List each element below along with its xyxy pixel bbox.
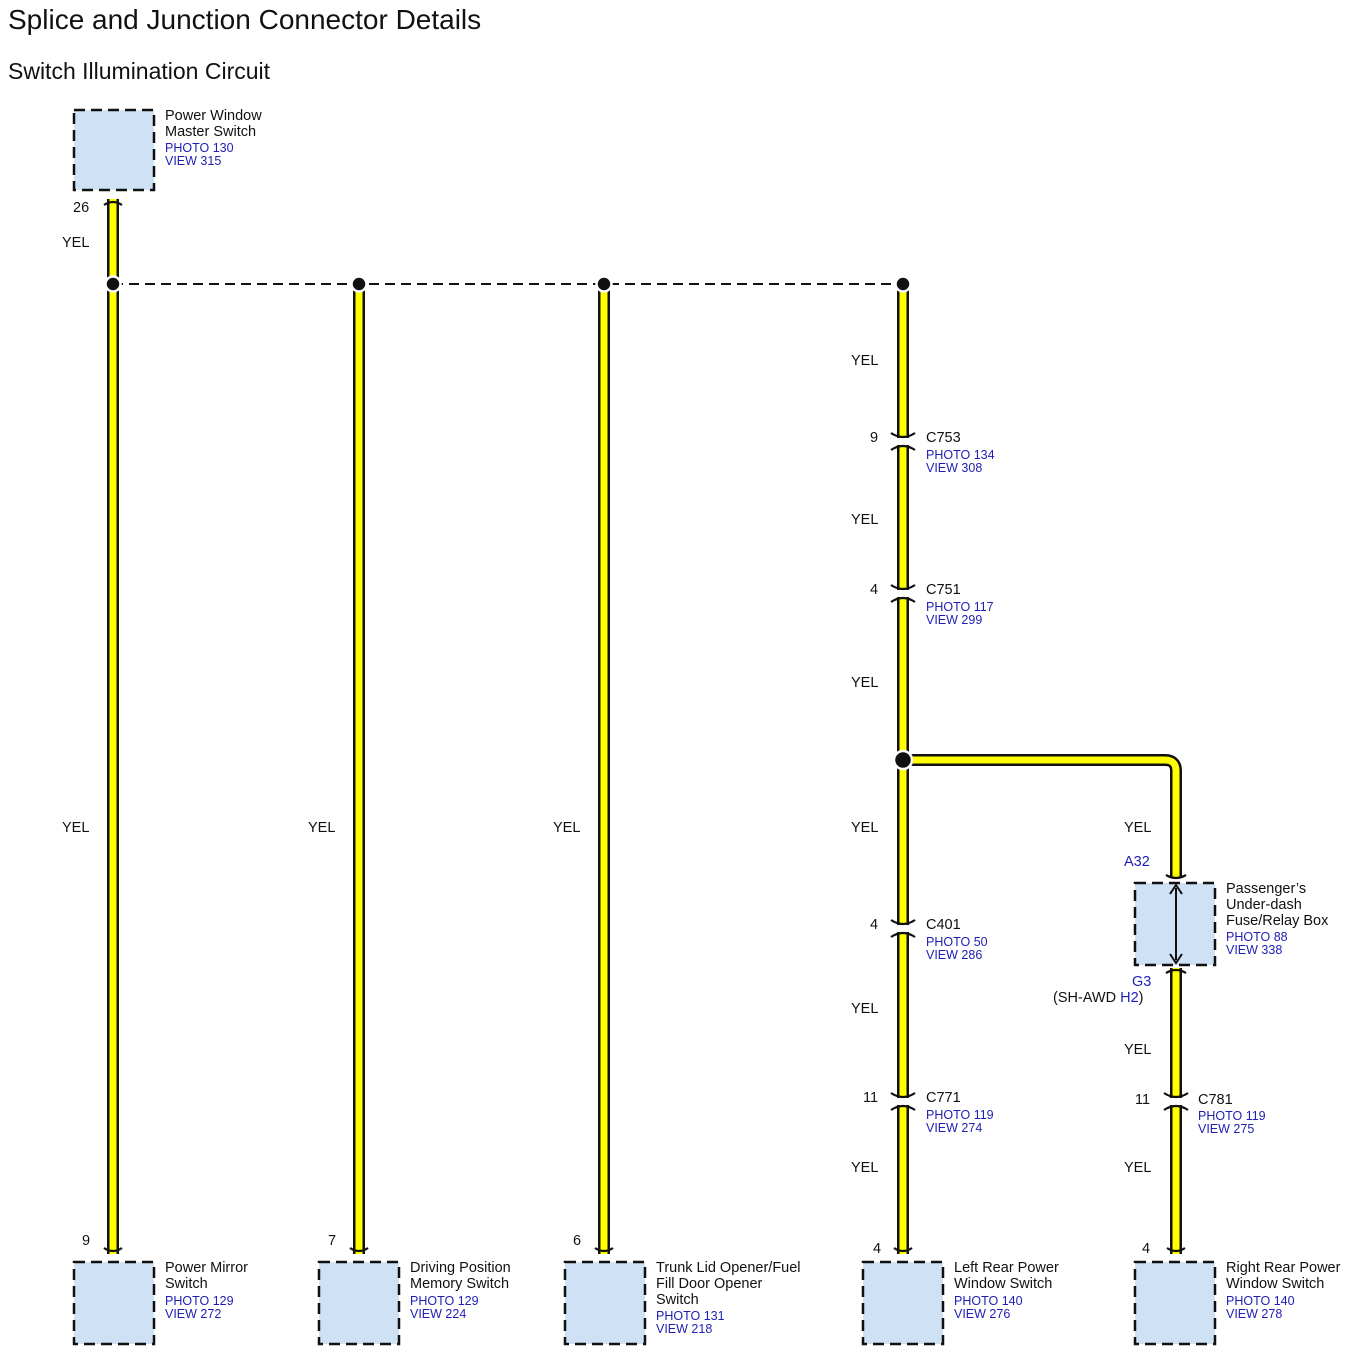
left-rear-switch-box	[861, 1260, 945, 1346]
mirror-switch-name: Switch	[165, 1276, 208, 1292]
memory-switch-name: Memory Switch	[410, 1276, 509, 1292]
memory-switch-view-ref: VIEW 224	[410, 1307, 466, 1321]
memory-switch-name: Driving Position	[410, 1260, 511, 1276]
splice-point	[350, 275, 368, 293]
right-rear-switch-box	[1133, 1260, 1217, 1346]
wire-outlines	[107, 199, 1182, 1254]
trunk-switch-name: Trunk Lid Opener/Fuel	[656, 1260, 801, 1276]
connector-c401-photo-ref: PHOTO 50	[926, 935, 988, 949]
connector-c753-photo-ref: PHOTO 134	[926, 448, 995, 462]
right-rear-switch-view-ref: VIEW 278	[1226, 1307, 1282, 1321]
connector-c751-view-ref: VIEW 299	[926, 613, 982, 627]
connector-c401-view-ref: VIEW 286	[926, 948, 982, 962]
connector-c401-symbol	[890, 919, 916, 938]
wire-color-label: YEL	[851, 675, 878, 691]
fusebox-alt-pin-note: (SH-AWD H2)	[1053, 990, 1144, 1006]
memory-switch-photo-ref: PHOTO 129	[410, 1294, 479, 1308]
connector-c753-symbol	[890, 432, 916, 451]
left-rear-switch-name: Window Switch	[954, 1276, 1052, 1292]
right-rear-switch-name: Right Rear Power	[1226, 1260, 1341, 1276]
master-switch-pin: 26	[73, 200, 89, 216]
master-switch-view-ref: VIEW 315	[165, 154, 221, 168]
fusebox-top-pin: A32	[1124, 854, 1150, 870]
splice-point	[104, 275, 122, 293]
arrow-down-icon	[1169, 953, 1183, 965]
fusebox-bottom-pin: G3	[1132, 974, 1151, 990]
right-rear-switch-photo-ref: PHOTO 140	[1226, 1294, 1295, 1308]
wire-color-label: YEL	[62, 235, 89, 251]
wire-branch-to-fusebox	[903, 756, 1180, 878]
master-switch-photo-ref: PHOTO 130	[165, 141, 234, 155]
left-rear-switch-view-ref: VIEW 276	[954, 1307, 1010, 1321]
connector-c781-name: C781	[1198, 1092, 1233, 1108]
mirror-switch-photo-ref: PHOTO 129	[165, 1294, 234, 1308]
connector-c781-photo-ref: PHOTO 119	[1198, 1109, 1266, 1123]
right-rear-switch-pin: 4	[1142, 1241, 1150, 1257]
wire-color-label: YEL	[851, 1001, 878, 1017]
wire-color-label: YEL	[308, 820, 335, 836]
connector-c401-pin: 4	[870, 917, 878, 933]
splice-point	[894, 275, 912, 293]
memory-switch-box	[317, 1260, 401, 1346]
wire-color-label: YEL	[851, 353, 878, 369]
trunk-switch-name: Fill Door Opener	[656, 1276, 763, 1292]
wire-color-label: YEL	[62, 820, 89, 836]
trunk-switch-box	[563, 1260, 647, 1346]
splice-point-branch	[892, 749, 914, 771]
right-rear-switch-name: Window Switch	[1226, 1276, 1324, 1292]
splice-point	[595, 275, 613, 293]
connector-c771-photo-ref: PHOTO 119	[926, 1108, 994, 1122]
connector-c781-view-ref: VIEW 275	[1198, 1122, 1254, 1136]
fusebox-name: Fuse/Relay Box	[1226, 913, 1329, 929]
wire-color-label: YEL	[851, 512, 878, 528]
connector-c753-pin: 9	[870, 430, 878, 446]
connector-c753-name: C753	[926, 430, 961, 446]
trunk-switch-photo-ref: PHOTO 131	[656, 1309, 725, 1323]
wire-color-label: YEL	[851, 820, 878, 836]
master-switch-box	[72, 108, 156, 192]
left-rear-switch-photo-ref: PHOTO 140	[954, 1294, 1023, 1308]
mirror-switch-name: Power Mirror	[165, 1260, 248, 1276]
trunk-switch-name: Switch	[656, 1292, 699, 1308]
fusebox-photo-ref: PHOTO 88	[1226, 930, 1288, 944]
connector-c751-symbol	[890, 584, 916, 603]
mirror-switch-pin: 9	[82, 1233, 90, 1249]
terminal-caps	[103, 200, 1187, 1253]
wire-color-label: YEL	[1124, 1160, 1151, 1176]
wire-color-label: YEL	[553, 820, 580, 836]
mirror-switch-view-ref: VIEW 272	[165, 1307, 221, 1321]
memory-switch-pin: 7	[328, 1233, 336, 1249]
connector-c781-symbol	[1163, 1092, 1189, 1111]
circuit-subtitle: Switch Illumination Circuit	[8, 58, 271, 84]
wire-fills	[109, 199, 1180, 1254]
wire-color-label: YEL	[1124, 820, 1151, 836]
fusebox-view-ref: VIEW 338	[1226, 943, 1282, 957]
connector-c751-photo-ref: PHOTO 117	[926, 600, 994, 614]
wire-color-label: YEL	[851, 1160, 878, 1176]
connector-c401-name: C401	[926, 917, 961, 933]
fusebox-name: Under-dash	[1226, 897, 1302, 913]
arrow-up-icon	[1169, 883, 1183, 895]
mirror-switch-box	[72, 1260, 156, 1346]
fusebox-alt-pin: H2	[1120, 990, 1139, 1006]
page-title: Splice and Junction Connector Details	[8, 4, 481, 35]
wire-color-label: YEL	[1124, 1042, 1151, 1058]
connector-c753-view-ref: VIEW 308	[926, 461, 982, 475]
connector-c781-pin: 11	[1135, 1092, 1150, 1108]
connector-c771-symbol	[890, 1092, 916, 1111]
left-rear-switch-name: Left Rear Power	[954, 1260, 1059, 1276]
connector-c751-pin: 4	[870, 582, 878, 598]
trunk-switch-view-ref: VIEW 218	[656, 1322, 712, 1336]
connector-c771-pin: 11	[863, 1090, 878, 1106]
left-rear-switch-pin: 4	[873, 1241, 881, 1257]
connector-c771-name: C771	[926, 1090, 961, 1106]
connector-c771-view-ref: VIEW 274	[926, 1121, 982, 1135]
master-switch-name: Master Switch	[165, 124, 256, 140]
connector-c751-name: C751	[926, 582, 961, 598]
fusebox-name: Passenger’s	[1226, 881, 1306, 897]
master-switch-name: Power Window	[165, 108, 262, 124]
trunk-switch-pin: 6	[573, 1233, 581, 1249]
